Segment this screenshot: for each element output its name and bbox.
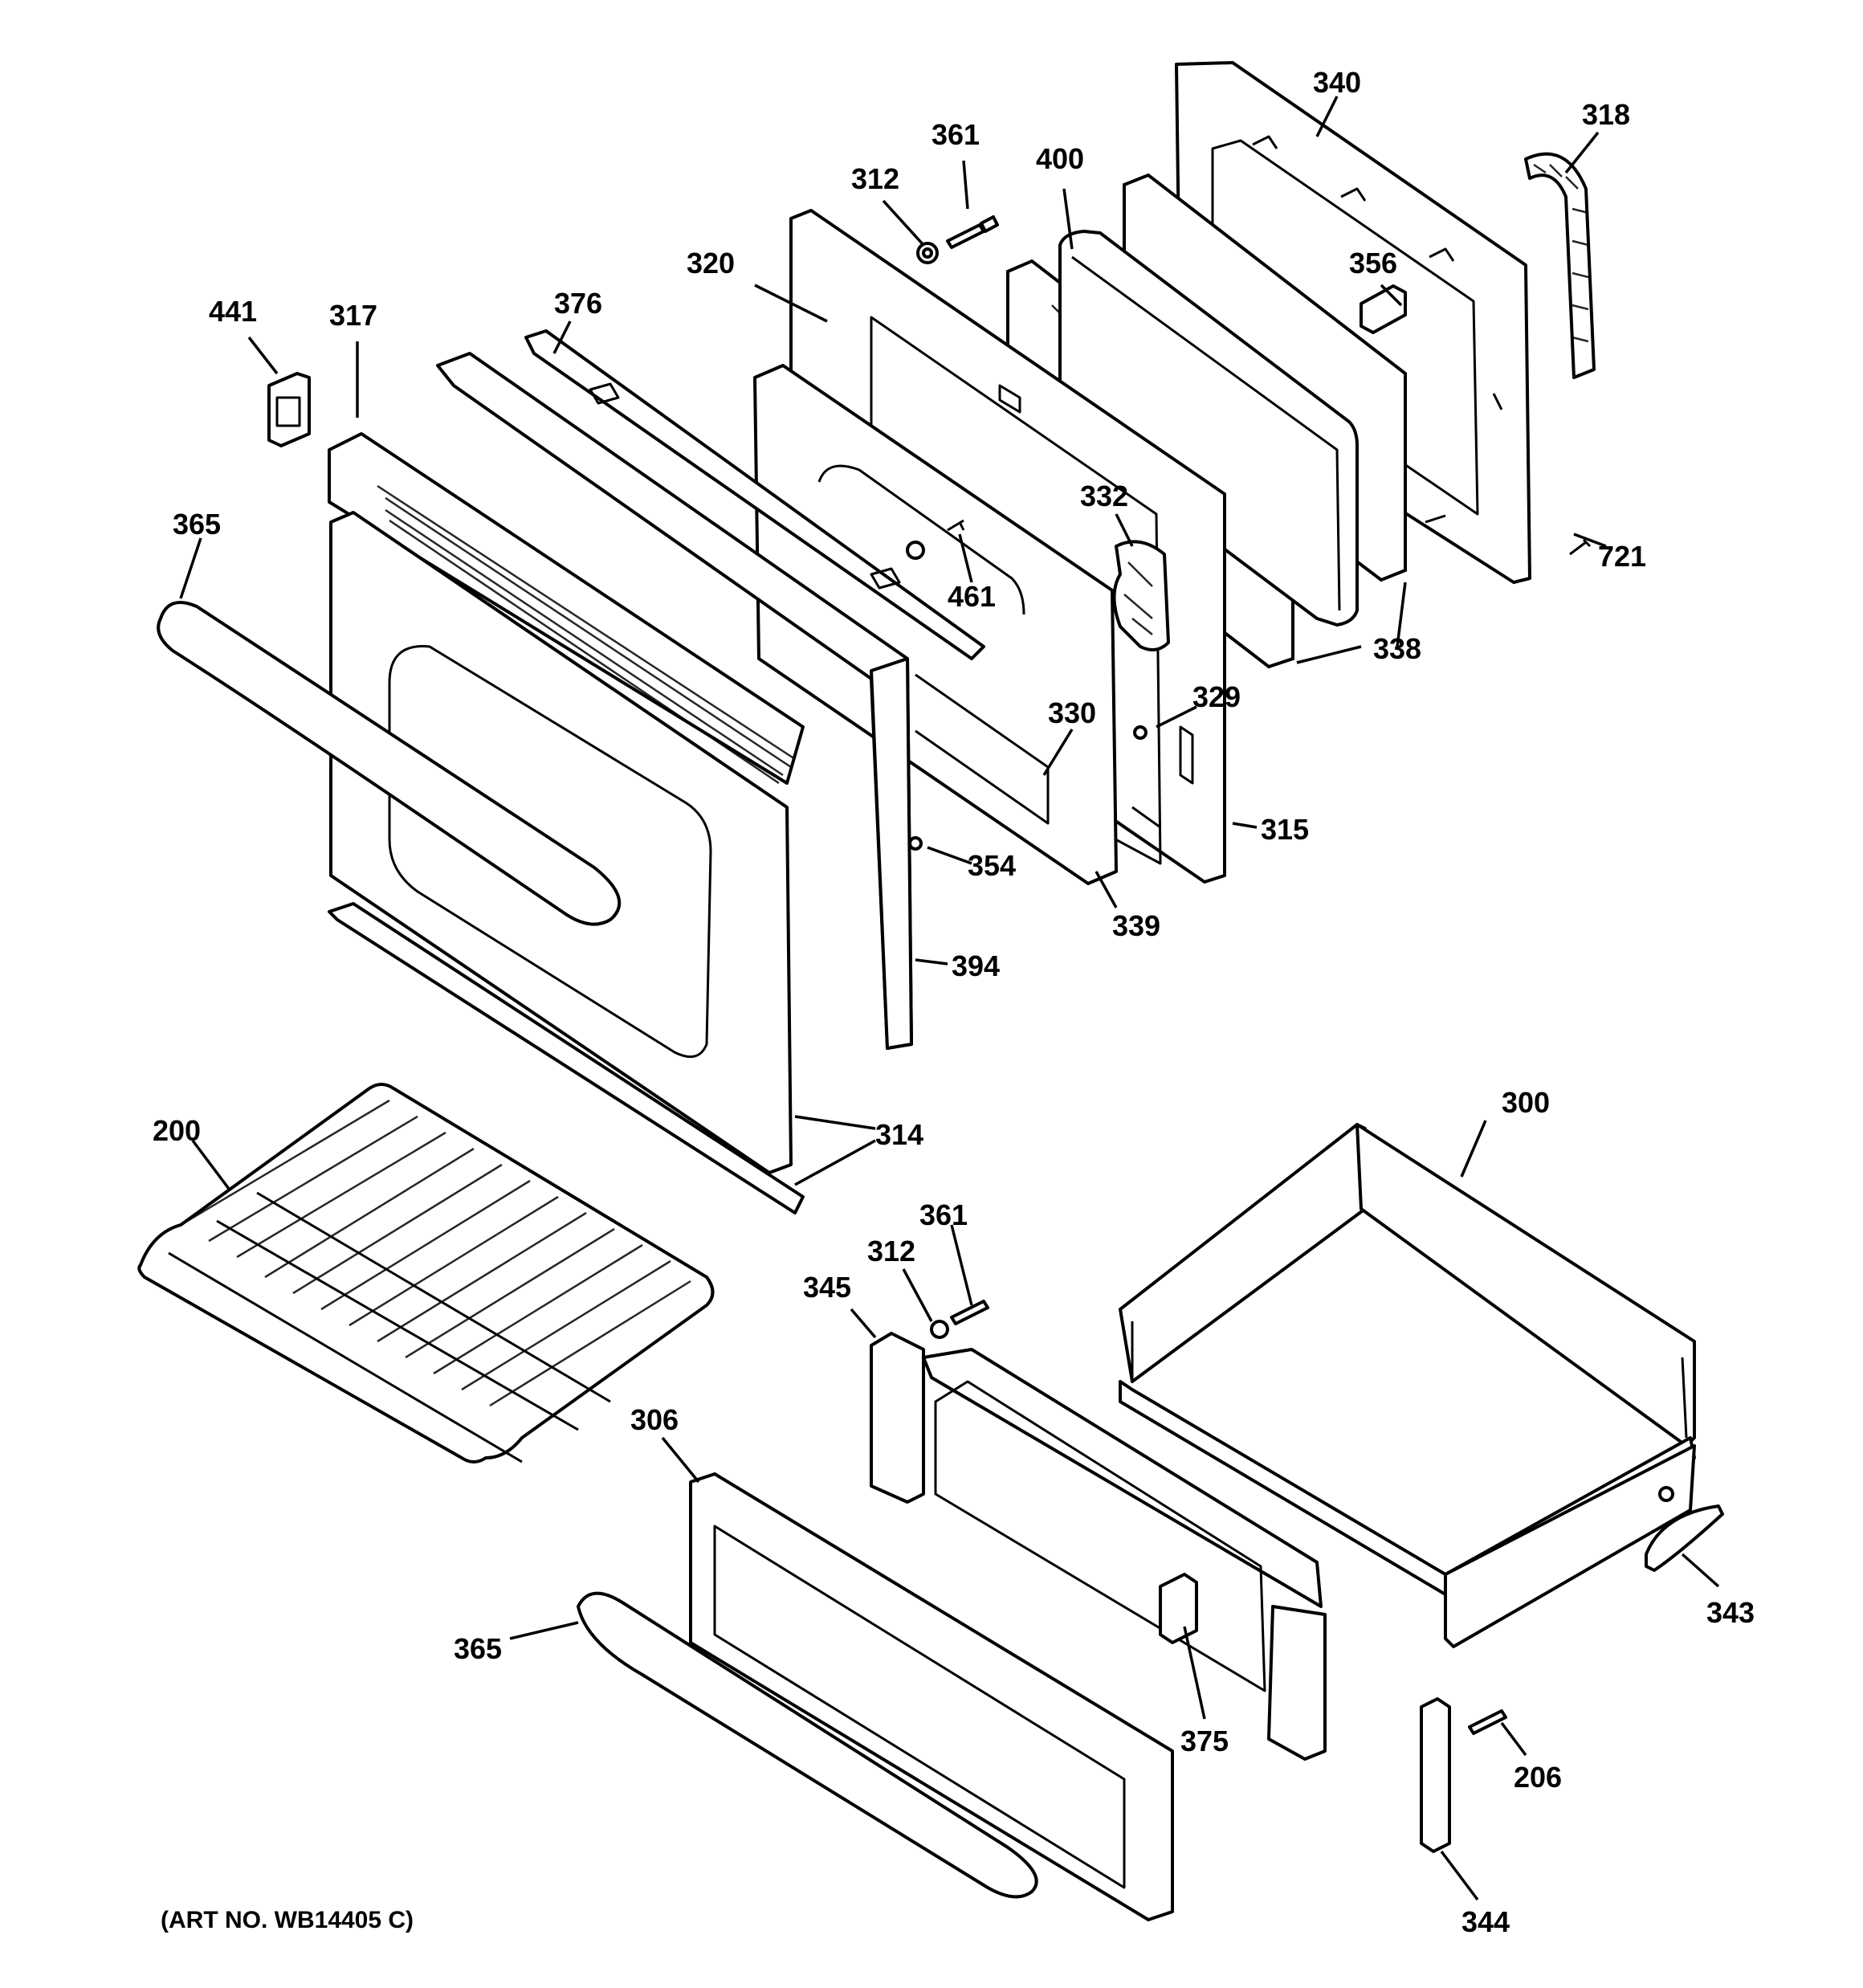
door-gasket-318 [1524,152,1596,379]
label-441: 441 [209,295,257,328]
label-320: 320 [687,247,735,280]
label-361-upper: 361 [932,118,980,151]
label-354: 354 [968,849,1016,882]
label-318: 318 [1582,98,1630,131]
label-206: 206 [1514,1761,1562,1794]
label-361-lower: 361 [919,1198,968,1231]
label-356: 356 [1349,247,1397,280]
drawer-frame-345 [870,1332,1327,1761]
label-344: 344 [1461,1905,1510,1938]
oven-door-handle-365 [157,601,622,926]
label-461: 461 [948,580,996,613]
callout-labels: 340 318 361 400 312 356 320 441 317 376 … [153,66,1755,1938]
label-345: 345 [803,1271,851,1304]
label-376: 376 [554,287,602,320]
label-312-lower: 312 [867,1235,915,1268]
label-332: 332 [1080,480,1128,512]
label-365-lower: 365 [454,1632,502,1665]
drawer-bracket-375 [1159,1573,1198,1644]
label-317: 317 [329,299,377,332]
label-315: 315 [1261,813,1309,846]
art-number: (ART NO. WB14405 C) [161,1907,414,1933]
insulation-332 [1112,540,1170,651]
door-switch-441 [267,372,311,447]
label-340: 340 [1313,66,1361,99]
outer-door-panel-314 [328,511,805,1214]
oven-rack-200 [137,1083,715,1463]
label-338: 338 [1373,632,1421,665]
drawer-stop-343 [1645,1486,1724,1572]
drawer-front-306 [689,1472,1174,1921]
label-394: 394 [952,949,1000,982]
drawer-box-300 [1119,1123,1696,1648]
label-343: 343 [1706,1596,1755,1629]
drawer-slide-344 [1420,1697,1451,1853]
drawer-handle-365 [577,1591,1038,1899]
label-365-upper: 365 [173,508,221,541]
fasteners-upper [906,215,1592,851]
label-339: 339 [1112,909,1160,942]
label-400: 400 [1036,142,1084,175]
label-314: 314 [875,1118,923,1151]
label-200: 200 [153,1114,201,1147]
label-375: 375 [1180,1725,1229,1757]
door-vent-trim-317 [328,432,805,785]
label-306: 306 [630,1403,679,1436]
leader-lines [179,96,1720,1901]
door-side-frame-394 [436,352,913,1050]
label-312-upper: 312 [851,162,899,195]
label-721: 721 [1598,540,1646,573]
label-330: 330 [1048,696,1096,729]
label-300: 300 [1502,1086,1550,1119]
label-329: 329 [1192,680,1241,713]
fasteners-lower [930,1300,1507,1735]
door-top-trim-376 [524,329,985,660]
